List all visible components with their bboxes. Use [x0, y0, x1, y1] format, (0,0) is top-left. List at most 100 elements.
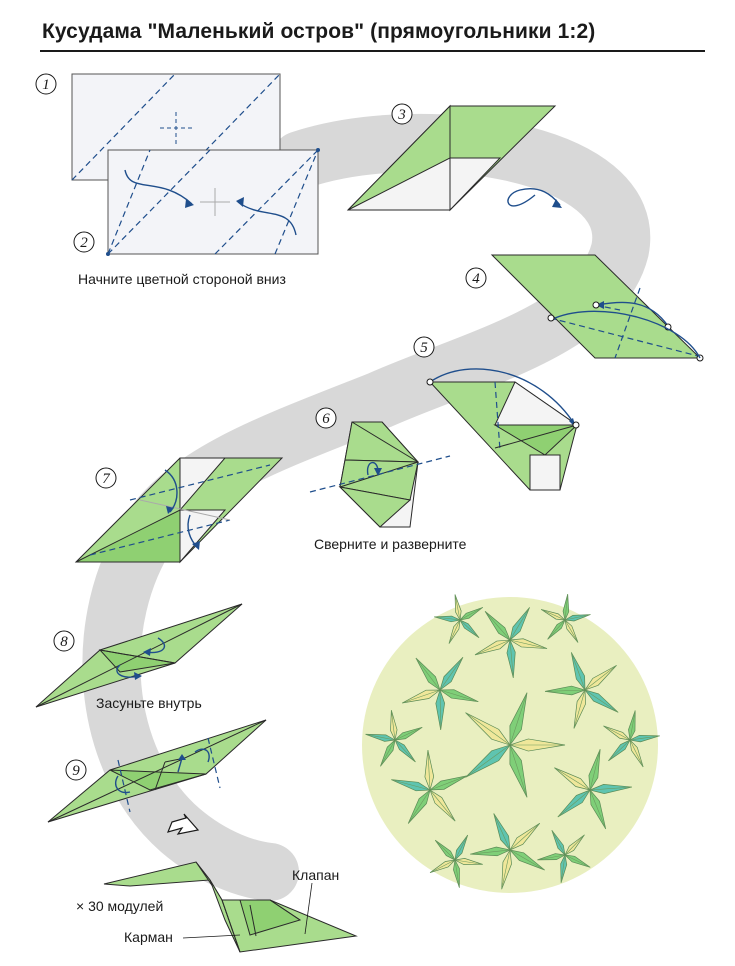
- kusudama-petal-crease: [629, 739, 644, 768]
- step-7: 7: [74, 457, 284, 564]
- step-4: 4: [465, 254, 704, 362]
- kusudama-petal-crease: [439, 689, 441, 730]
- kusudama-petal-crease: [465, 744, 511, 778]
- kusudama-petal-crease: [608, 739, 631, 762]
- kusudama-petal-crease: [589, 786, 632, 791]
- kusudama-petal-crease: [509, 639, 514, 678]
- kusudama-petal-crease: [454, 834, 468, 861]
- kusudama-petal-crease: [407, 789, 431, 824]
- step-number-circle: [465, 267, 487, 289]
- kusudama-petal-crease: [459, 619, 480, 638]
- caption-pocket: Карман: [124, 929, 173, 945]
- kusudama-star: [603, 710, 660, 768]
- step-number-circle: [53, 630, 75, 652]
- kusudama-petal-crease: [429, 789, 456, 822]
- diagram-title: Кусудама "Маленький остров" (прямоугольн…: [42, 20, 596, 43]
- caption-fold-unfold: Сверните и разверните: [314, 536, 467, 552]
- step-2: 2: [73, 148, 320, 256]
- kusudama-petal-crease: [509, 744, 528, 798]
- finished-module: [103, 861, 358, 953]
- step-number: 7: [102, 471, 111, 487]
- kusudama-petal-crease: [564, 594, 569, 621]
- kusudama-petal-crease: [454, 859, 483, 865]
- caption-modules: × 30 модулей: [76, 898, 163, 914]
- step-number-circle: [73, 231, 95, 253]
- kusudama-petal-crease: [484, 611, 511, 641]
- step-number: 8: [60, 634, 68, 650]
- kusudama-petal-crease: [573, 689, 586, 729]
- kusudama-star: [434, 594, 483, 644]
- step-3: 3: [346, 103, 562, 212]
- kusudama-petal-crease: [541, 609, 566, 621]
- step-number-circle: [315, 407, 337, 429]
- kusudama-petal-crease: [509, 823, 540, 851]
- step-number: 5: [420, 340, 428, 356]
- kusudama-petal-crease: [564, 619, 579, 643]
- step-number: 2: [80, 235, 88, 251]
- kusudama-petal-crease: [589, 749, 601, 791]
- kusudama-petal-crease: [509, 607, 530, 641]
- kusudama-petal-crease: [402, 689, 441, 704]
- step-6: 6: [309, 407, 451, 528]
- step-number-circle: [35, 73, 57, 95]
- kusudama-petal-crease: [537, 854, 566, 861]
- kusudama-petal-crease: [564, 854, 591, 868]
- kusudama-petal-crease: [434, 616, 461, 621]
- kusudama-petal-crease: [603, 725, 631, 741]
- step-number: 9: [72, 763, 80, 779]
- kusudama-petal-crease: [547, 619, 566, 640]
- kusudama-petal-crease: [557, 789, 591, 818]
- kusudama-petal-crease: [427, 750, 431, 791]
- kusudama-petal-crease: [454, 594, 461, 621]
- kusudama-star: [541, 594, 591, 643]
- kusudama-star: [365, 710, 423, 767]
- step-9: 9: [47, 719, 267, 823]
- kusudama-petal-crease: [584, 665, 617, 691]
- kusudama-petal-crease: [439, 657, 464, 691]
- kusudama-petal-crease: [434, 839, 456, 861]
- kusudama-star: [391, 749, 468, 824]
- step-5: 5: [413, 336, 580, 491]
- kusudama-petal-crease: [474, 639, 511, 656]
- kusudama-petal-crease: [551, 830, 566, 856]
- kusudama-petal-crease: [493, 813, 511, 851]
- kusudama-petal-crease: [509, 849, 545, 871]
- caption-flap: Клапан: [292, 867, 339, 883]
- kusudama-star: [474, 607, 548, 678]
- step-number: 3: [397, 107, 406, 123]
- kusudama-petal-crease: [560, 854, 566, 883]
- step-number: 6: [322, 411, 330, 427]
- kusudama-petal-crease: [459, 607, 483, 621]
- kusudama-star: [554, 749, 632, 830]
- kusudama-petal-crease: [554, 767, 591, 791]
- kusudama-petal-crease: [545, 689, 586, 692]
- kusudama-petal-crease: [629, 710, 636, 741]
- result-arrow: [166, 813, 200, 835]
- kusudama-petal-crease: [448, 619, 461, 644]
- kusudama-petal-crease: [391, 779, 431, 791]
- kusudama-petal-crease: [509, 692, 528, 746]
- kusudama-star: [465, 692, 566, 798]
- caption-tuck-inside: Засуньте внутрь: [96, 695, 202, 711]
- kusudama-petal-crease: [501, 849, 511, 890]
- kusudama-petal-crease: [380, 739, 396, 767]
- kusudama-petal-crease: [439, 689, 479, 702]
- kusudama-petal-crease: [571, 652, 586, 691]
- kusudama-petal-crease: [564, 834, 585, 856]
- step-number-circle: [65, 759, 87, 781]
- kusudama-star: [470, 813, 545, 890]
- kusudama-star: [537, 830, 591, 883]
- kusudama-star: [429, 834, 483, 888]
- kusudama-petal-crease: [564, 614, 591, 621]
- kusudama-petal-crease: [454, 859, 460, 888]
- step-number: 4: [472, 271, 480, 287]
- kusudama-petal-crease: [429, 775, 468, 791]
- kusudama-petal-crease: [394, 739, 416, 763]
- kusudama-petal-crease: [429, 859, 456, 873]
- kusudama-petal-crease: [394, 727, 423, 741]
- kusudama-petal-crease: [391, 710, 396, 741]
- kusudama-star: [402, 656, 479, 731]
- kusudama-petal-crease: [589, 789, 607, 830]
- kusudama-petal-crease: [470, 849, 511, 855]
